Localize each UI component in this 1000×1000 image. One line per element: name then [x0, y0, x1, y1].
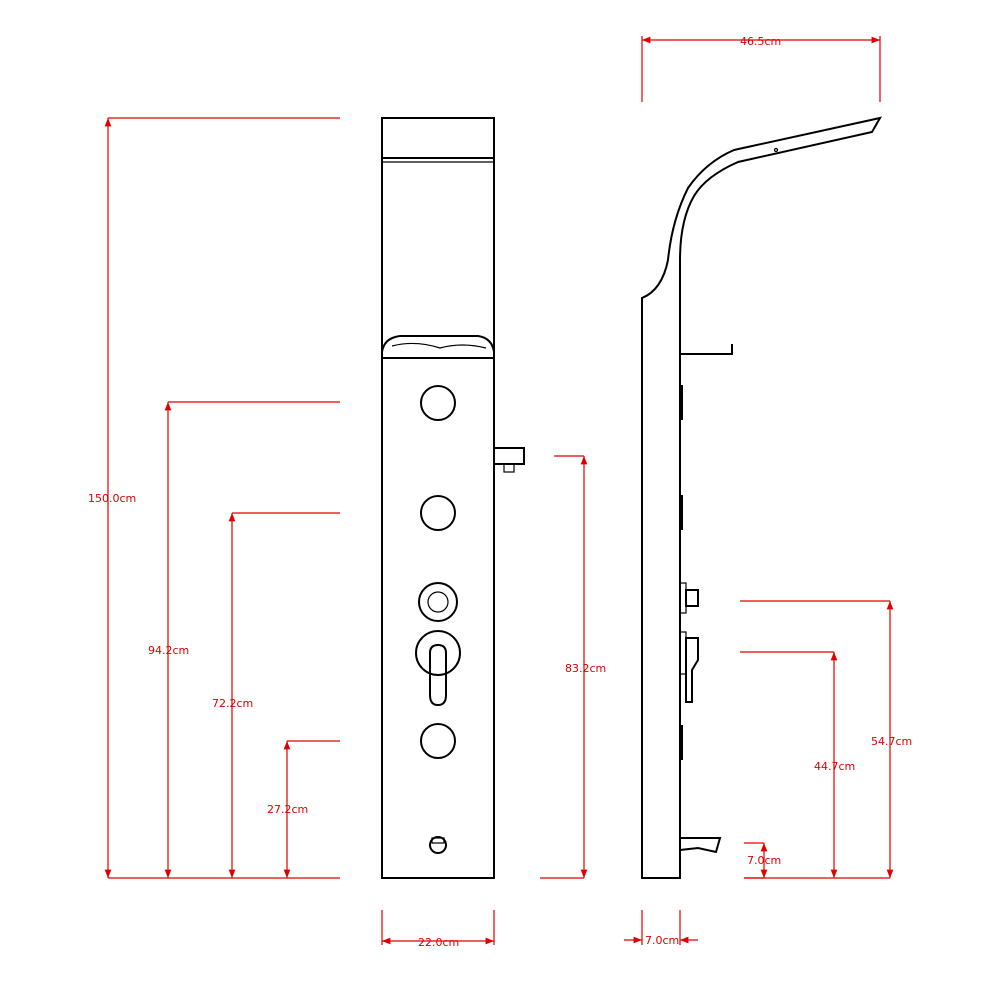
diverter-knob — [418, 582, 458, 622]
front-view — [381, 117, 525, 879]
hand-shower-outlet — [429, 836, 447, 854]
shelf-side — [679, 344, 733, 355]
dim-side-outlet-label: 83.2cm — [565, 662, 606, 675]
dim-side-depth-label: 7.0cm — [645, 934, 679, 947]
tub-spout — [679, 837, 722, 854]
dim-lower-jet-label: 27.2cm — [267, 803, 308, 816]
dim-overall-height-label: 150.0cm — [88, 492, 136, 505]
dim-top-control-label: 54.7cm — [871, 735, 912, 748]
dimension-lines: 150.0cm 94.2cm 72.2cm 27.2cm 83.2cm 22.0… — [88, 35, 912, 949]
body-jet-lower — [420, 723, 456, 759]
side-view — [641, 116, 882, 879]
mixer-handle-base — [415, 630, 461, 676]
front-panel-outline — [381, 117, 495, 879]
mixer-lever — [429, 643, 447, 707]
side-profile — [641, 116, 882, 879]
shelf — [381, 335, 495, 359]
side-outlet — [493, 447, 525, 465]
dim-middle-jet-label: 72.2cm — [212, 697, 253, 710]
dim-upper-jet-label: 94.2cm — [148, 644, 189, 657]
body-jet-middle — [420, 495, 456, 531]
dim-side-projection-label: 46.5cm — [740, 35, 781, 48]
dim-upper-control-label: 44.7cm — [814, 760, 855, 773]
dim-front-width-label: 22.0cm — [418, 936, 459, 949]
dim-spout-height-label: 7.0cm — [747, 854, 781, 867]
body-jet-upper — [420, 385, 456, 421]
